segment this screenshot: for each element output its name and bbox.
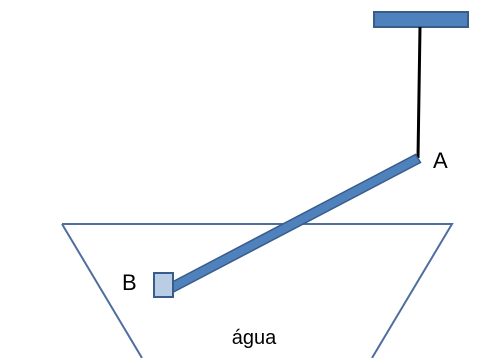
string	[416, 26, 422, 159]
block-b	[153, 272, 174, 298]
label-point-b: B	[122, 270, 137, 295]
label-point-a: A	[433, 148, 448, 173]
label-water: água	[232, 327, 277, 349]
water-container	[61, 223, 454, 358]
ceiling-support	[373, 11, 469, 28]
